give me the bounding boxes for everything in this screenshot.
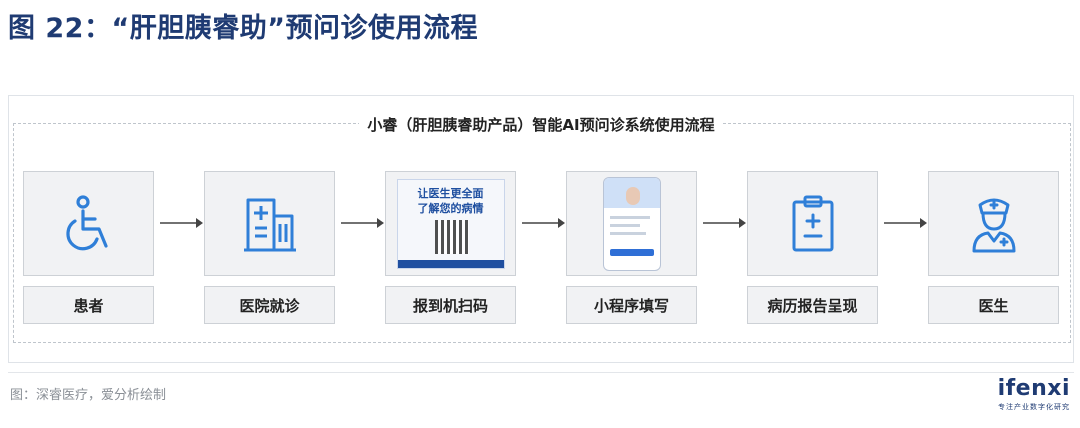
hospital-building-icon (243, 198, 296, 251)
step-scan-icon-box: 让医生更全面 了解您的病情 (385, 171, 516, 276)
avatar (625, 186, 640, 205)
footer-divider (8, 372, 1074, 373)
poster-line-1: 让医生更全面 (417, 186, 484, 200)
ifenxi-logo: ifenxi 专注产业数字化研究 (998, 376, 1070, 412)
step-doctor-icon-box (928, 171, 1059, 276)
arrow-right-icon (160, 218, 203, 228)
poster-line-2: 了解您的病情 (417, 201, 484, 215)
logo-tagline: 专注产业数字化研究 (998, 403, 1070, 411)
doctor-icon (972, 198, 1015, 252)
source-note: 图：深睿医疗，爱分析绘制 (10, 388, 167, 403)
arrow-right-icon (522, 218, 565, 228)
wheelchair-icon (65, 194, 108, 250)
arrow-right-icon (341, 218, 384, 228)
mini-program-phone-image (602, 176, 661, 271)
flow-dashed-frame (13, 123, 1071, 343)
step-miniprogram-icon-box (566, 171, 697, 276)
step-doctor-label: 医生 (928, 286, 1059, 324)
arrow-right-icon (884, 218, 927, 228)
flow-title: 小睿（肝胆胰睿助产品）智能AI预问诊系统使用流程 (9, 114, 1073, 135)
phone-text-line (609, 231, 646, 235)
poster-footer-bar (397, 259, 504, 268)
figure-title: 图 22：“肝胆胰睿助”预问诊使用流程 (8, 13, 478, 44)
arrow-right-icon (703, 218, 746, 228)
clipboard-report-icon (792, 195, 833, 251)
step-scan-label: 报到机扫码 (385, 286, 516, 324)
step-hospital-label: 医院就诊 (204, 286, 335, 324)
step-report-label: 病历报告呈现 (747, 286, 878, 324)
phone-button (609, 248, 654, 256)
phone-text-line (609, 223, 640, 227)
qr-code-icon (434, 219, 469, 254)
qr-poster-image: 让医生更全面 了解您的病情 (396, 178, 505, 269)
step-hospital-icon-box (204, 171, 335, 276)
step-patient-label: 患者 (23, 286, 154, 324)
step-miniprogram-label: 小程序填写 (566, 286, 697, 324)
phone-text-line (609, 215, 650, 219)
logo-name: ifenxi (997, 376, 1070, 401)
step-patient-icon-box (23, 171, 154, 276)
step-report-icon-box (747, 171, 878, 276)
flow-panel: 小睿（肝胆胰睿助产品）智能AI预问诊系统使用流程 患者 医院就诊 让医生更全面 … (8, 95, 1074, 363)
